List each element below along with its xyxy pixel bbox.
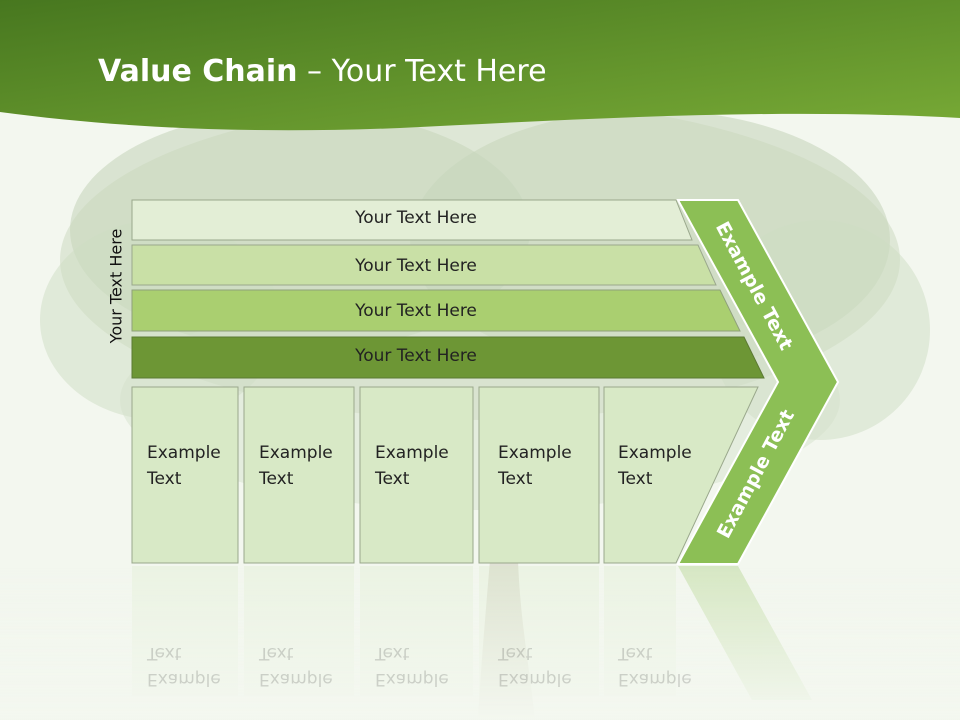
row-band-1 bbox=[131, 199, 693, 241]
row-band-3 bbox=[131, 289, 741, 332]
row-label-1: Your Text Here bbox=[355, 208, 477, 228]
row-label-2: Your Text Here bbox=[355, 256, 477, 276]
title-rest: – Your Text Here bbox=[297, 54, 547, 89]
row-band-4 bbox=[131, 336, 765, 379]
card-1 bbox=[131, 386, 239, 564]
row-label-3: Your Text Here bbox=[355, 301, 477, 321]
row-band-2 bbox=[131, 244, 717, 286]
title-bold: Value Chain bbox=[98, 54, 298, 89]
card-2 bbox=[243, 386, 355, 564]
card-5 bbox=[603, 386, 759, 564]
value-chevron bbox=[676, 199, 840, 565]
slide-title: Value Chain – Your Text Here bbox=[98, 54, 547, 89]
card-4 bbox=[478, 386, 600, 564]
row-label-4: Your Text Here bbox=[355, 346, 477, 366]
header-band bbox=[0, 0, 960, 131]
card-3 bbox=[359, 386, 474, 564]
